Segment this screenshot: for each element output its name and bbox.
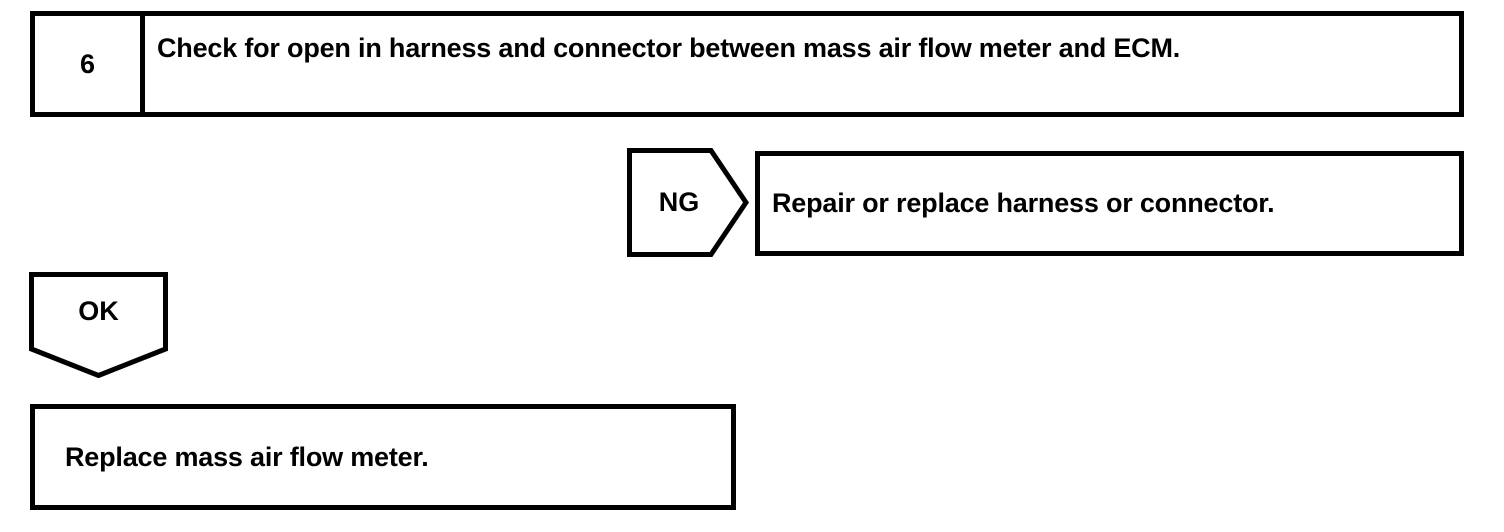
pentagon-right-icon — [627, 148, 749, 257]
branch-tag-ng: NG — [627, 148, 749, 257]
branch-tag-ok: OK — [29, 272, 168, 378]
pentagon-down-icon — [29, 272, 168, 378]
result-box-ng-text: Repair or replace harness or connector. — [772, 188, 1275, 219]
step-number-cell: 6 — [35, 16, 145, 112]
step-instruction-text: Check for open in harness and connector … — [157, 33, 1181, 63]
result-box-ok-text: Replace mass air flow meter. — [65, 441, 429, 472]
step-row: 6 Check for open in harness and connecto… — [30, 11, 1464, 117]
step-instruction-cell: Check for open in harness and connector … — [145, 16, 1459, 112]
step-number: 6 — [79, 48, 96, 79]
result-box-ok: Replace mass air flow meter. — [30, 404, 736, 510]
result-box-ng: Repair or replace harness or connector. — [755, 151, 1464, 256]
